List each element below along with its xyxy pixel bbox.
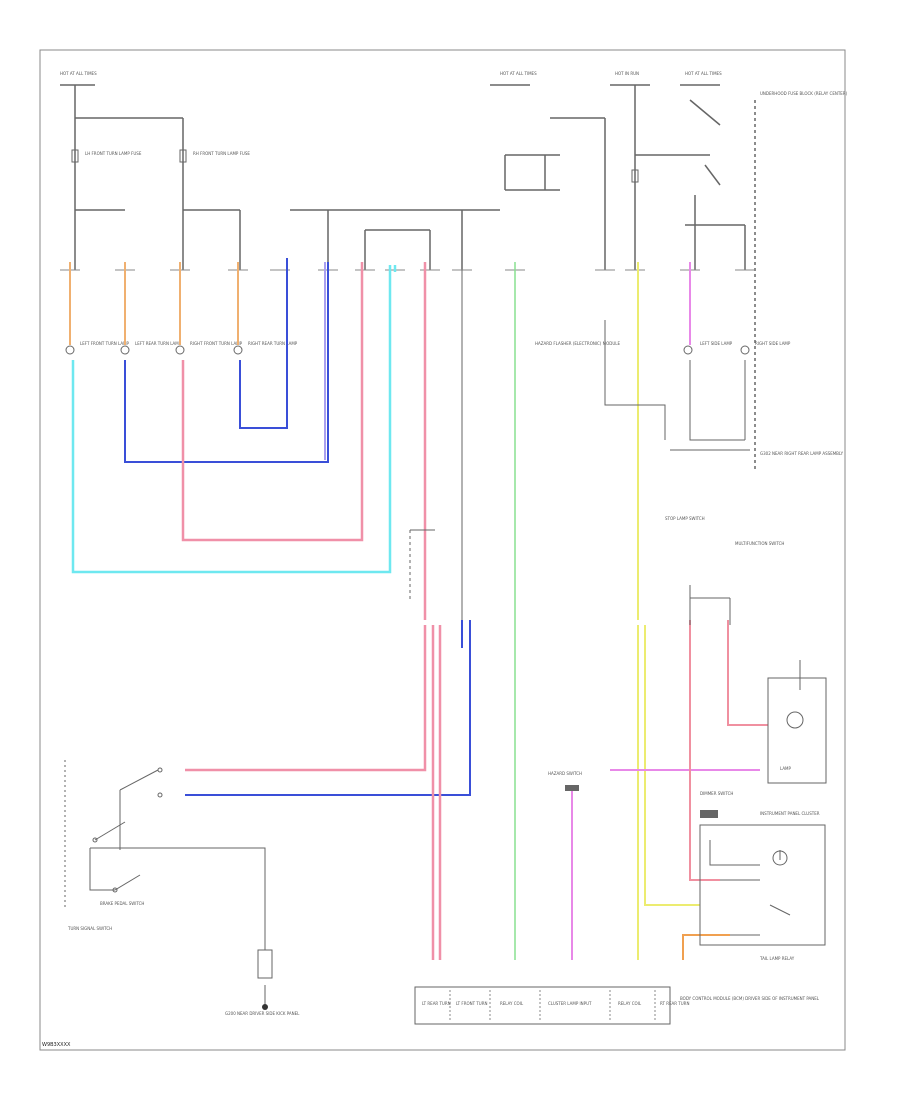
turn-switch-label: TURN SIGNAL SWITCH — [67, 926, 112, 931]
dimmer-label: DIMMER SWITCH — [700, 791, 733, 796]
diagram-frame — [39, 49, 846, 1051]
cluster-lamp-icon — [772, 850, 788, 866]
instrument-cluster-box — [699, 824, 826, 946]
right-side-label: RIGHT SIDE LAMP — [755, 341, 791, 346]
lamp-rr-label: RIGHT REAR TURN LAMP — [248, 341, 298, 346]
hazard-module-label: HAZARD FLASHER (ELECTRONIC) MODULE — [535, 341, 620, 346]
tail-lamp-label: TAIL LAMP RELAY — [759, 956, 795, 961]
hot-label-run: HOT IN RUN — [615, 71, 639, 76]
hazard-switch-connector — [565, 785, 579, 791]
wire-cyan — [71, 265, 397, 574]
ground-dot — [262, 1004, 268, 1010]
bcm-dividers — [449, 990, 656, 1020]
bcm-label: BODY CONTROL MODULE (BCM) DRIVER SIDE OF… — [680, 996, 820, 1001]
hot-label-right: HOT AT ALL TIMES — [685, 71, 722, 76]
bcm-pin-1: LT REAR TURN — [422, 1001, 451, 1006]
left-side-label: LEFT SIDE LAMP — [700, 341, 733, 346]
lamp-lf-label: LEFT FRONT TURN LAMP — [80, 341, 130, 346]
lamp-lr-label: LEFT REAR TURN LAMP — [135, 341, 182, 346]
wire-blue — [124, 258, 471, 796]
lamp-box — [767, 677, 827, 784]
turn-switches — [92, 767, 163, 893]
top-bus-lines — [60, 84, 756, 470]
lamp-box-label: LAMP — [780, 766, 792, 771]
hot-label-mid: HOT AT ALL TIMES — [500, 71, 537, 76]
instrument-label: INSTRUMENT PANEL CLUSTER — [760, 811, 820, 816]
hazard-switch-label: HAZARD SWITCH — [548, 771, 582, 776]
diagram-footer-code: W9B3XXXX — [42, 1042, 71, 1048]
dimmer-connector — [700, 810, 718, 818]
wire-pink — [181, 262, 442, 960]
wire-yellow — [637, 262, 700, 960]
bcm-pin-3: RELAY COIL — [500, 1001, 524, 1006]
wire-magenta — [571, 262, 760, 960]
bcm-box — [414, 986, 671, 1025]
ground-bottom-label: G200 NEAR DRIVER SIDE KICK PANEL — [225, 1011, 300, 1016]
wire-red-right — [689, 620, 768, 881]
wire-orange-bcm — [682, 934, 730, 960]
fuse-label-1: LH FRONT TURN LAMP FUSE — [85, 151, 142, 156]
bcm-pin-2: LT FRONT TURN — [456, 1001, 487, 1006]
bcm-pin-6: RT REAR TURN — [660, 1001, 689, 1006]
multifunction-label: MULTIFUNCTION SWITCH — [735, 541, 784, 546]
relay-symbol — [257, 949, 273, 979]
bcm-pin-4: CLUSTER LAMP INPUT — [548, 1001, 592, 1006]
fuse-symbols — [71, 149, 639, 183]
lamp-row — [65, 345, 750, 355]
stop-lamp-label: STOP LAMP SWITCH — [665, 516, 705, 521]
brake-switch-label: BRAKE PEDAL SWITCH — [100, 901, 144, 906]
hot-label-left: HOT AT ALL TIMES — [60, 71, 97, 76]
wire-orange — [69, 262, 239, 345]
lamp-box-bulb — [786, 711, 804, 729]
fuse-label-2: RH FRONT TURN LAMP FUSE — [193, 151, 250, 156]
ground-right-label: G302 NEAR RIGHT REAR LAMP ASSEMBLY — [760, 451, 844, 456]
underhood-label: UNDERHOOD FUSE BLOCK (RELAY CENTER) — [760, 91, 848, 96]
bcm-pin-5: RELAY COIL — [618, 1001, 642, 1006]
lamp-rf-label: RIGHT FRONT TURN LAMP — [190, 341, 243, 346]
grey-wires — [64, 270, 801, 1005]
